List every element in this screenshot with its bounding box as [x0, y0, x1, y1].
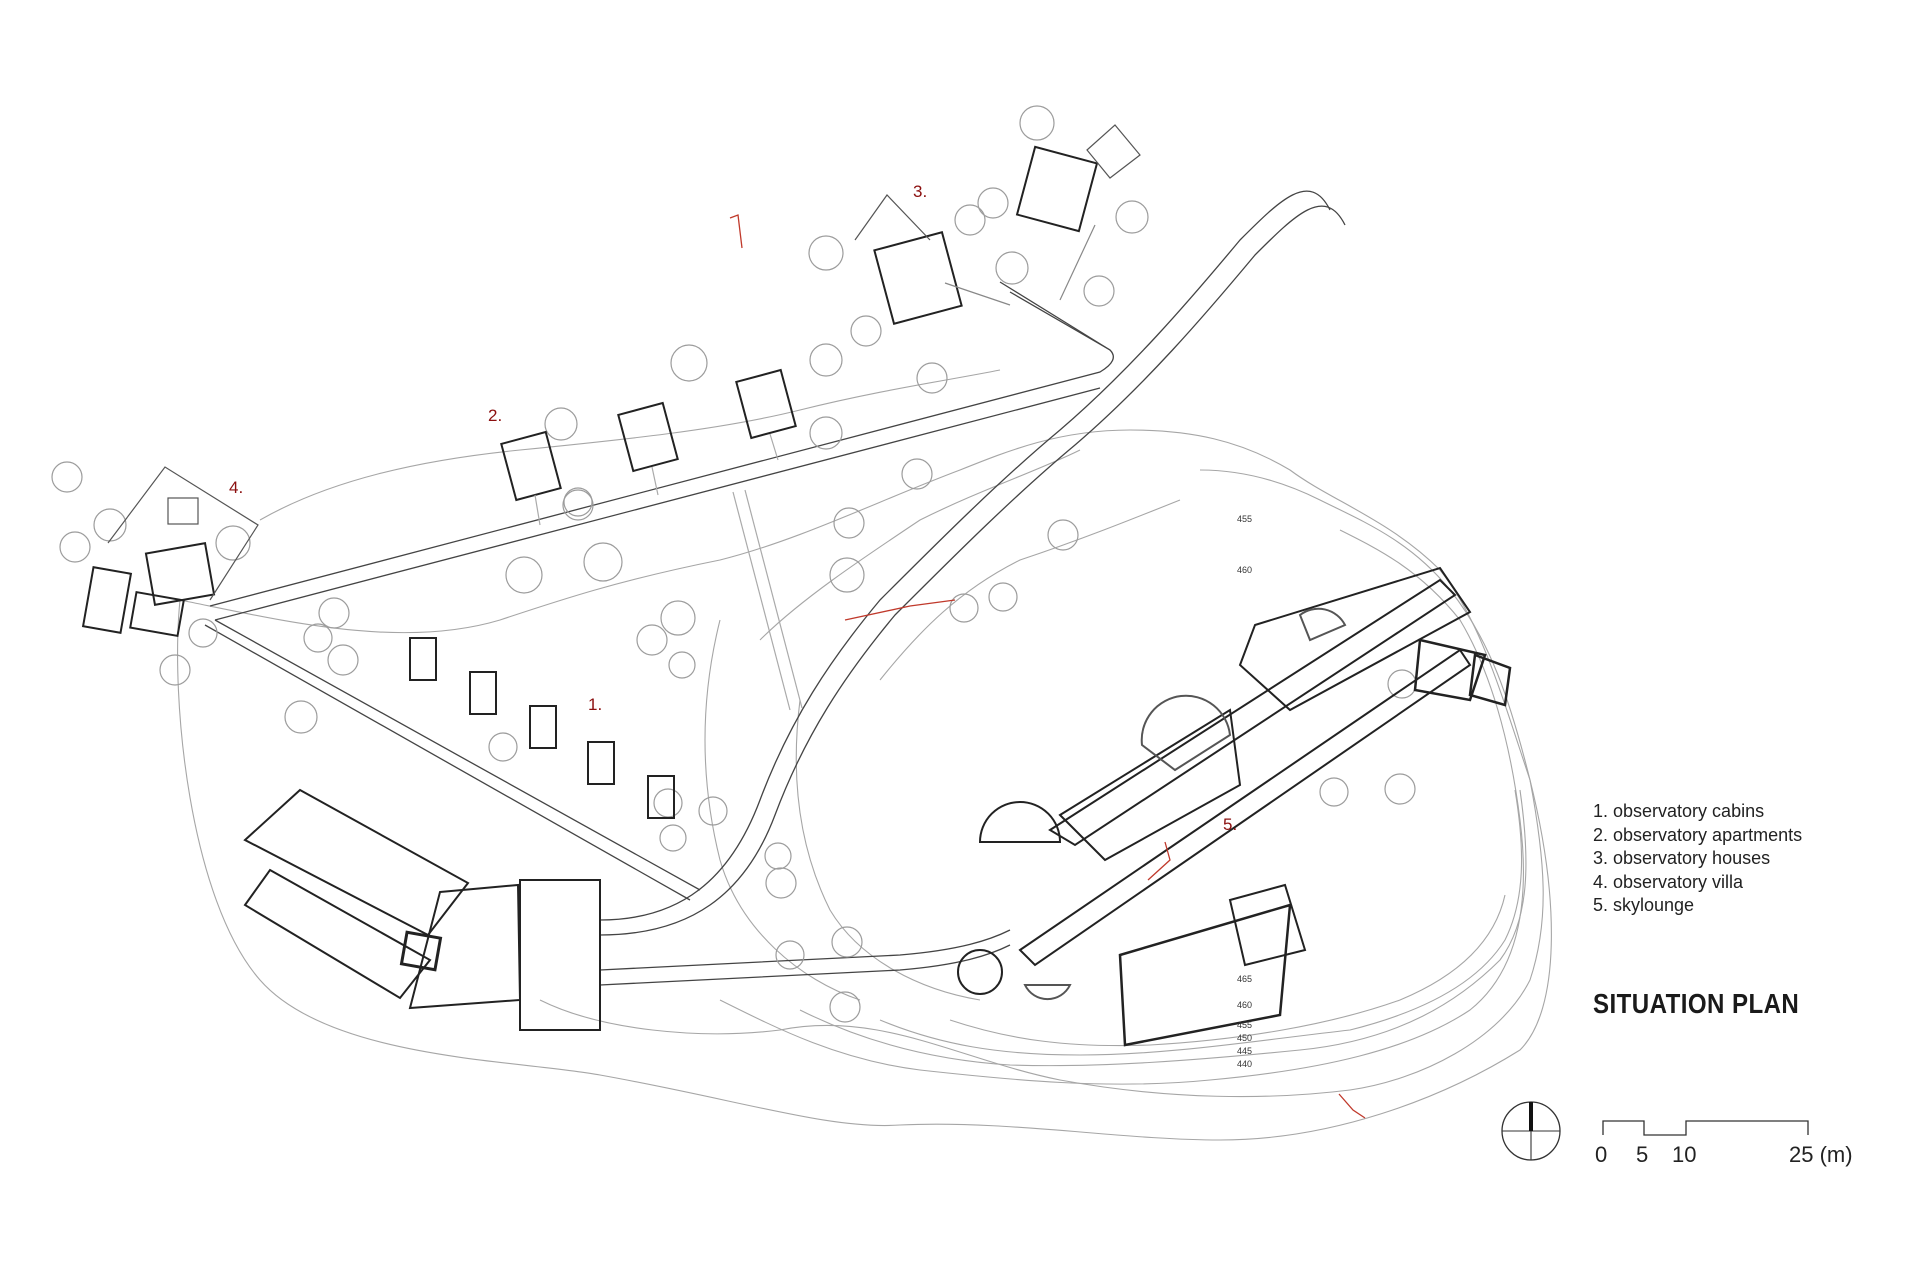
marker-5-skylounge: 5.: [1223, 815, 1238, 834]
legend-item-villa: 4. observatory villa: [1593, 871, 1744, 892]
north-arrow-icon: [1501, 1101, 1561, 1161]
scale-label-0: 0: [1595, 1142, 1608, 1167]
trees: [51, 105, 1417, 1023]
observatory-villa: [81, 466, 259, 638]
marker-1-cabins: 1.: [588, 695, 603, 714]
marker-4-villa: 4.: [229, 478, 244, 497]
marker-3-houses: 3.: [913, 182, 928, 201]
observatory-houses: [854, 124, 1141, 325]
contour-label-460: 460: [1237, 1000, 1253, 1010]
contour-label-440: 440: [1237, 1059, 1253, 1069]
contour-lines: [177, 369, 1552, 1141]
section-markers: [729, 214, 1366, 1119]
contour-label-465: 465: [1237, 974, 1253, 984]
observatory-apartments: [500, 368, 803, 711]
legend: 1. observatory cabins 2. observatory apa…: [1593, 800, 1802, 918]
scale-label-10: 10: [1672, 1142, 1697, 1167]
skylounge-complex: [957, 566, 1512, 1047]
legend-item-cabins: 1. observatory cabins: [1593, 801, 1765, 821]
access-roads: [204, 190, 1346, 986]
legend-item-houses: 3. observatory houses: [1593, 848, 1771, 868]
scale-label-5: 5: [1636, 1142, 1649, 1167]
contour-label-450: 450: [1237, 1033, 1253, 1043]
contour-label-445: 445: [1237, 1046, 1253, 1056]
contour-label-upper-460: 460: [1237, 565, 1253, 575]
scale-label-25: 25 (m): [1789, 1142, 1853, 1167]
contour-label-upper-455: 455: [1237, 514, 1253, 524]
marker-2-apartments: 2.: [488, 406, 503, 425]
scale-bar: [1602, 1120, 1809, 1136]
legend-item-skylounge: 5. skylounge: [1593, 895, 1695, 915]
page-title: SITUATION PLAN: [1593, 988, 1800, 1019]
legend-item-apartments: 2. observatory apartments: [1593, 824, 1803, 845]
observatory-cabins: [409, 637, 675, 819]
entrance-complex: [243, 788, 601, 1031]
contour-label-455: 455: [1237, 1020, 1253, 1030]
